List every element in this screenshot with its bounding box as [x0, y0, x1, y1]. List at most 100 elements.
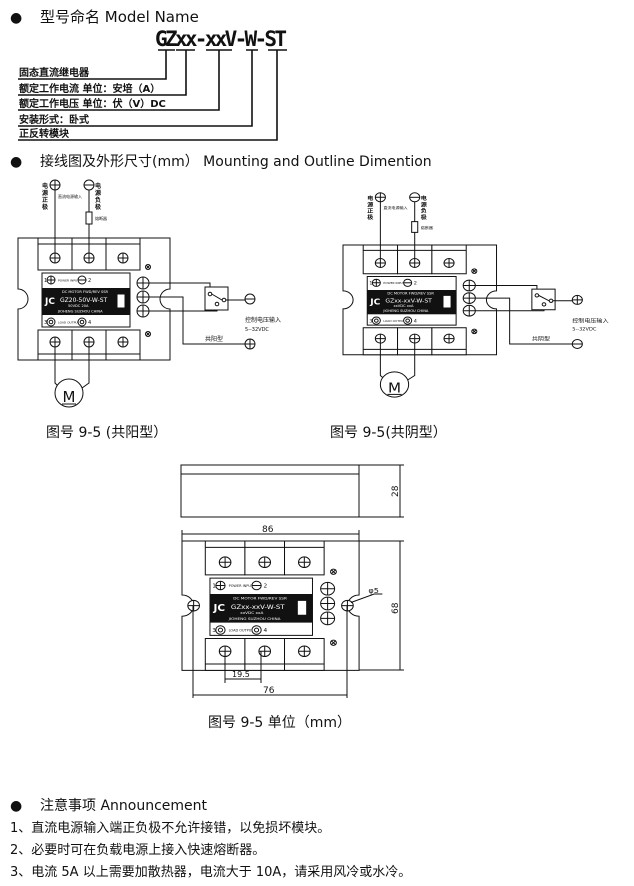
load-terminal-icon: [216, 626, 225, 634]
control-terminals: [321, 582, 335, 624]
load-output-label: LOAD OUTPUT: [58, 321, 80, 325]
pin-number: 3: [44, 320, 47, 326]
caption-common-anode: 图号 9-5 (共阳型）: [46, 425, 167, 441]
model-number: GZxx-xxV-W-ST: [231, 603, 286, 611]
control-terminals: [137, 277, 149, 317]
side-view: 28: [181, 465, 404, 517]
bullet: ●: [10, 154, 22, 170]
minus-icon: [410, 193, 420, 202]
motor-icon: [380, 372, 408, 397]
indicator-connector: [443, 295, 451, 308]
label-power-positive: 电源正极: [367, 194, 373, 220]
minus-terminal-icon: [404, 279, 412, 286]
bullet: ●: [10, 798, 22, 814]
top-terminal-blocks: [205, 541, 324, 575]
indicator-connector: [297, 600, 306, 615]
indicator-connector: [117, 294, 125, 308]
legend-item: 固态直流继电器: [19, 66, 90, 79]
model-code: GZxx-xxV-W-ST: [155, 27, 287, 51]
label-common-cathode: 共阴型: [532, 335, 550, 343]
bullet: ●: [10, 10, 22, 26]
pin-number: 4: [414, 319, 417, 325]
pin-number: 2: [88, 278, 91, 284]
legend-item: 额定工作电流 单位：安培（A）: [19, 82, 160, 95]
screw-icon: [50, 337, 128, 347]
minus-terminal-icon: [252, 581, 261, 589]
model-number: GZ20-50V-W-ST: [60, 297, 108, 304]
pin-number: 3: [369, 319, 372, 325]
brand-logo: JC: [212, 603, 225, 613]
minus-icon: [84, 180, 94, 190]
label-power-negative: 电源负极: [95, 182, 102, 211]
model-code-leaders: [18, 50, 287, 140]
load-output-label: LOAD OUTPUT: [383, 319, 405, 323]
rating: xxVDC xxA: [394, 304, 415, 308]
power-input-label: POWER INPUT: [229, 584, 254, 588]
brand-logo: JC: [44, 297, 55, 307]
load-terminal-icon: [47, 318, 55, 326]
load-output-label: LOAD OUTPUT: [229, 629, 255, 633]
caption-common-cathode: 图号 9-5(共阴型）: [330, 425, 447, 441]
dim-height: 28: [391, 485, 401, 497]
announcement-item: 3、电流 5A 以上需要加散热器，电流大于 10A，请采用风冷或水冷。: [10, 865, 411, 880]
label-dc-input: 直流电源输入: [58, 193, 82, 199]
label-control-input: 控制电压输入: [572, 317, 609, 325]
dim-hole: φ5: [368, 586, 379, 595]
screw-icon: [219, 646, 310, 657]
legend-item: 正反转模块: [19, 127, 70, 140]
motor-label: M: [388, 381, 401, 396]
mounting-screw-icon: [331, 569, 337, 645]
section-title-mounting: 接线图及外形尺寸(mm） Mounting and Outline Diment…: [40, 153, 432, 170]
label-control-range: 5--32VDC: [572, 327, 597, 333]
top-terminal-blocks: [363, 245, 466, 274]
wiring-diagram-common-cathode: 1 POWER INPUT 2 DC MOTOR FWD/REV SSR JC …: [343, 193, 609, 397]
pin-number: 2: [264, 584, 268, 590]
plus-icon: [572, 295, 582, 304]
load-terminal-icon: [372, 317, 380, 324]
top-terminal-blocks: [38, 238, 140, 270]
product-line: DC MOTOR FWD/REV SSR: [387, 292, 434, 296]
label-panel: 1 POWER INPUT 2 DC MOTOR FWD/REV SSR JC …: [42, 273, 130, 327]
legend-item: 安装形式：卧式: [19, 113, 89, 126]
pin-number: 1: [369, 281, 372, 287]
section-title-announcement: 注意事项 Announcement: [40, 797, 208, 814]
label-control-input: 控制电压输入: [245, 316, 281, 324]
dim-width: 86: [262, 525, 274, 535]
maker: JIOHENG SUZHOU CHINA: [228, 616, 281, 621]
fuse-icon: [86, 212, 92, 224]
load-terminal-icon: [78, 318, 86, 326]
dimension-lines: 86 68 19.5 76: [182, 525, 404, 698]
fuse-icon: [412, 222, 418, 233]
mounting-screw-icon: [472, 269, 477, 334]
minus-icon: [572, 340, 582, 349]
pin-number: 3: [212, 628, 216, 634]
label-fuse: 熔断器: [95, 215, 107, 221]
pin-number: 1: [44, 278, 47, 284]
minus-icon: [245, 294, 255, 304]
motor-label: M: [63, 388, 76, 406]
plus-terminal-icon: [47, 276, 55, 284]
dim-depth: 68: [391, 602, 401, 614]
hole-leader: [351, 594, 382, 602]
load-terminal-icon: [404, 317, 412, 324]
model-number: GZxx-xxV-W-ST: [385, 299, 432, 305]
wiring-diagram-common-anode: 1 POWER INPUT 2 DC MOTOR FWD/REV SSR JC …: [18, 180, 281, 407]
label-power-negative: 电源负极: [421, 194, 427, 220]
caption-dimensions: 图号 9-5 单位（mm）: [208, 715, 351, 731]
pin-number: 4: [264, 628, 268, 634]
pin-number: 1: [212, 584, 216, 590]
legend-item: 额定工作电压 单位：伏（V）DC: [19, 97, 166, 110]
plus-icon: [50, 180, 60, 190]
plus-icon: [375, 193, 385, 202]
plus-terminal-icon: [372, 279, 380, 286]
control-terminals: [463, 280, 475, 316]
pin-number: 2: [414, 281, 417, 287]
label-dc-input: 直流电源输入: [383, 205, 407, 210]
relay-module: 1 POWER INPUT 2 DC MOTOR FWD/REV SSR JC …: [182, 541, 359, 670]
mounting-screw-icon: [146, 265, 151, 337]
announcement-item: 1、直流电源输入端正负极不允许接错，以免损坏模块。: [10, 820, 330, 836]
pin-number: 4: [88, 320, 91, 326]
label-panel: 1 POWER INPUT 2 DC MOTOR FWD/REV SSR JC …: [210, 578, 313, 635]
outline-front-view: 1 POWER INPUT 2 DC MOTOR FWD/REV SSR JC …: [182, 541, 382, 670]
